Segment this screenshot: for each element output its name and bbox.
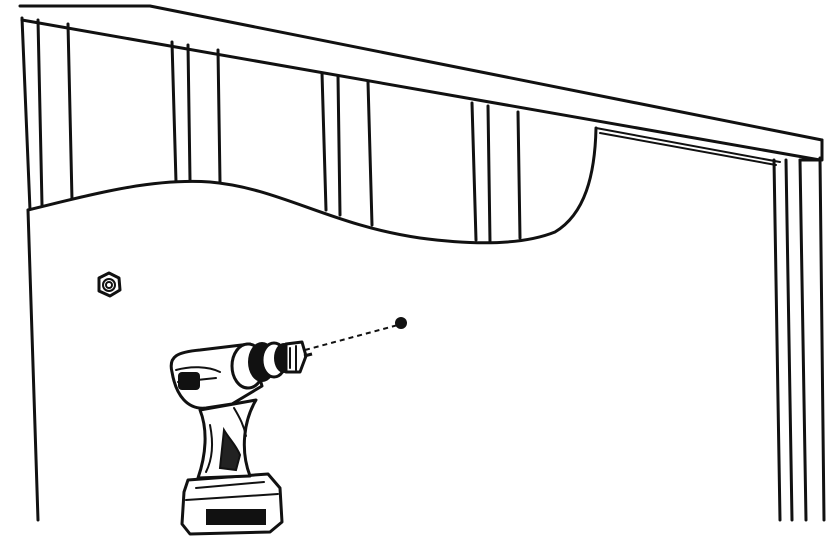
hex-nut-icon — [97, 271, 122, 298]
right-post — [772, 156, 826, 522]
drill-hole-mark-icon — [304, 317, 407, 351]
cordless-drill-icon — [169, 340, 313, 536]
wall-studs — [20, 16, 522, 244]
top-beam — [18, 4, 824, 162]
